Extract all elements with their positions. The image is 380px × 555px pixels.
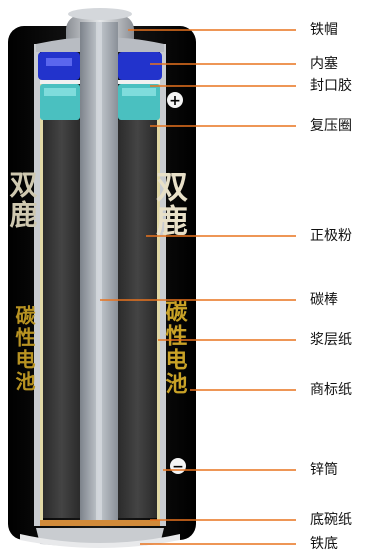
label-bottom-paper: 底碗纸: [310, 512, 352, 528]
inner-plug-right: [118, 52, 162, 80]
label-iron-cap: 铁帽: [310, 22, 338, 38]
type-text-front: 碳性电池: [162, 300, 188, 396]
zinc-can-wall-right: [160, 44, 166, 526]
polarity-minus-text: −: [172, 459, 184, 475]
label-trademark-paper: 商标纸: [310, 382, 352, 398]
label-sealant: 封口胶: [310, 78, 352, 94]
pressure-ring-highlight-right: [122, 88, 156, 96]
cathode-powder-block-left: [43, 120, 80, 518]
iron-cap-top: [68, 8, 132, 20]
label-carbon-rod: 碳棒: [310, 292, 338, 308]
plus-symbol-icon: [167, 92, 183, 108]
label-inner-plug: 内塞: [310, 56, 338, 72]
bottom-paper: [40, 520, 160, 526]
sealant-layer: [40, 80, 80, 84]
leader-lines: [100, 29, 296, 545]
paste-paper-layer: [40, 60, 43, 522]
brand-text-back: 双鹿: [6, 170, 39, 230]
cathode-powder-block-right: [118, 120, 157, 518]
sealant-layer-right: [118, 80, 160, 84]
type-text-back: 碳性电池: [12, 304, 36, 393]
pressure-ring-highlight: [44, 88, 76, 96]
zinc-can-wall: [34, 44, 40, 526]
polarity-plus-text: +: [169, 93, 181, 109]
label-pressure-ring: 复压圈: [310, 118, 352, 134]
carbon-rod-highlight: [96, 22, 102, 520]
brand-text-front: 双鹿: [151, 170, 189, 238]
inner-plug-highlight: [46, 58, 72, 66]
label-cathode-powder: 正极粉: [310, 228, 352, 244]
paste-paper-layer-right: [157, 60, 160, 522]
label-iron-bottom: 铁底: [310, 536, 338, 552]
label-zinc-can: 锌筒: [310, 462, 338, 478]
label-paste-paper: 浆层纸: [310, 332, 352, 348]
